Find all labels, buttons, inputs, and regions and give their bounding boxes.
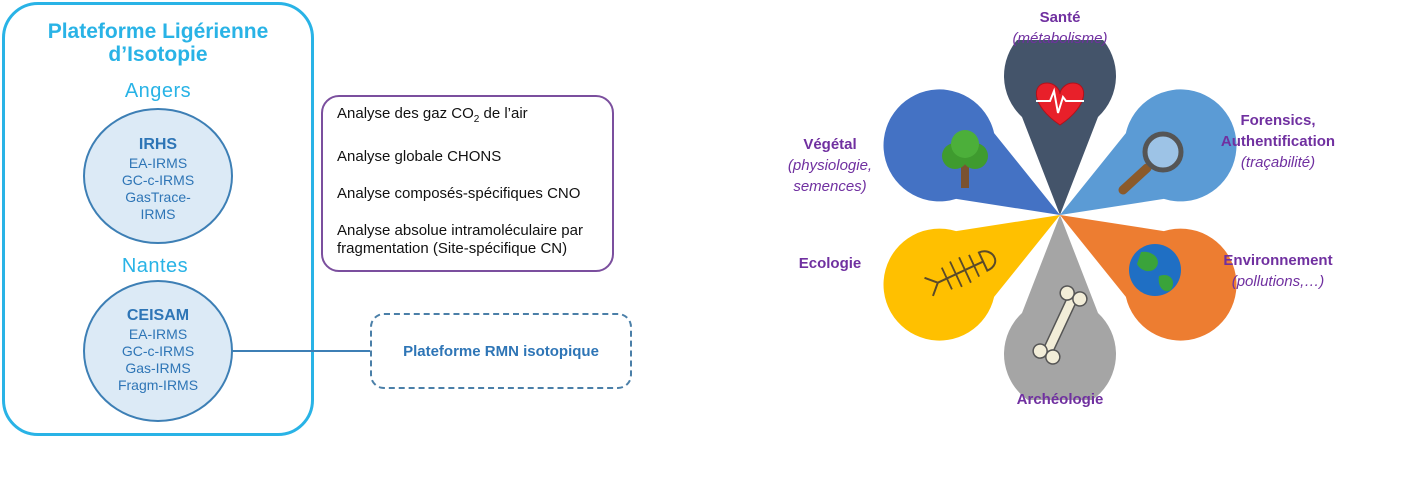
lab-irhs: IRHS EA-IRMS GC-c-IRMS GasTrace- IRMS bbox=[83, 108, 233, 244]
field-archeologie: Archéologie bbox=[960, 389, 1160, 410]
lab-irhs-item: GasTrace- bbox=[125, 189, 191, 205]
field-forensics-sub: (traçabilité) bbox=[1240, 154, 1316, 171]
field-forensics: Forensics, Authentification (traçabilité… bbox=[1198, 110, 1358, 173]
analysis-absolue-line2: fragmentation (Site-spécifique CN) bbox=[337, 240, 568, 257]
lab-irhs-title: IRHS bbox=[138, 136, 178, 153]
analysis-list-box: Analyse des gaz CO2 de l’air Analyse glo… bbox=[321, 95, 614, 272]
field-vegetal-sub1: (physiologie, bbox=[787, 157, 873, 174]
field-environnement-title: Environnement bbox=[1223, 252, 1333, 269]
lab-irhs-item: EA-IRMS bbox=[128, 155, 188, 171]
lab-ceisam-item: EA-IRMS bbox=[128, 326, 188, 342]
tree-icon bbox=[942, 130, 988, 188]
field-ecologie-title: Ecologie bbox=[798, 255, 862, 272]
lab-ceisam-title: CEISAM bbox=[126, 307, 190, 324]
lab-ceisam-item: GC-c-IRMS bbox=[121, 343, 195, 359]
field-forensics-title2: Authentification bbox=[1220, 133, 1336, 150]
platform-title: Plateforme Ligérienne d’Isotopie bbox=[22, 20, 294, 66]
rmn-connector-line bbox=[182, 350, 370, 352]
field-environnement-sub: (pollutions,…) bbox=[1231, 273, 1325, 290]
analysis-composes: Analyse composés-spécifiques CNO bbox=[337, 185, 581, 202]
analysis-gaz: Analyse des gaz CO2 de l’air bbox=[337, 105, 600, 129]
analysis-absolue: Analyse absolue intramoléculaire par fra… bbox=[337, 222, 600, 258]
analysis-gaz-subscript: 2 bbox=[473, 114, 480, 125]
lab-irhs-item: GC-c-IRMS bbox=[121, 172, 195, 188]
analysis-gaz-prefix: Analyse des gaz CO bbox=[337, 105, 474, 122]
bone-icon bbox=[1032, 285, 1088, 365]
fish-skeleton-icon bbox=[924, 250, 997, 297]
lab-ceisam-item: Gas-IRMS bbox=[125, 360, 191, 376]
field-ecologie: Ecologie bbox=[760, 253, 900, 274]
field-sante-sub: (métabolisme) bbox=[1012, 30, 1108, 47]
field-vegetal: Végétal (physiologie, semences) bbox=[760, 134, 900, 197]
lab-ceisam-item: Fragm-IRMS bbox=[117, 377, 199, 393]
field-environnement: Environnement (pollutions,…) bbox=[1198, 250, 1358, 292]
field-archeologie-title: Archéologie bbox=[1016, 391, 1104, 408]
lab-ceisam: CEISAM EA-IRMS GC-c-IRMS Gas-IRMS Fragm-… bbox=[83, 280, 233, 422]
platform-title-line2: d’Isotopie bbox=[108, 43, 208, 66]
field-sante-title: Santé bbox=[1039, 9, 1081, 26]
rmn-platform-box: Plateforme RMN isotopique bbox=[370, 313, 632, 389]
field-sante: Santé (métabolisme) bbox=[960, 7, 1160, 49]
lab-irhs-item: IRMS bbox=[140, 206, 176, 222]
field-vegetal-title: Végétal bbox=[803, 136, 857, 153]
analysis-gaz-suffix: de l’air bbox=[479, 105, 528, 122]
globe-icon bbox=[1129, 244, 1181, 296]
field-vegetal-sub2: semences) bbox=[793, 178, 867, 195]
field-forensics-title1: Forensics, bbox=[1240, 112, 1316, 129]
magnifier-icon bbox=[1118, 131, 1184, 195]
analysis-absolue-line1: Analyse absolue intramoléculaire par bbox=[337, 222, 583, 239]
platform-title-line1: Plateforme Ligérienne bbox=[47, 20, 269, 43]
heart-icon bbox=[1035, 82, 1085, 126]
platform-frame bbox=[2, 2, 314, 436]
analysis-globale: Analyse globale CHONS bbox=[337, 148, 502, 165]
application-flower bbox=[880, 40, 1240, 400]
city-angers: Angers bbox=[124, 80, 192, 102]
city-nantes: Nantes bbox=[121, 255, 189, 277]
rmn-platform-label: Plateforme RMN isotopique bbox=[403, 342, 599, 360]
